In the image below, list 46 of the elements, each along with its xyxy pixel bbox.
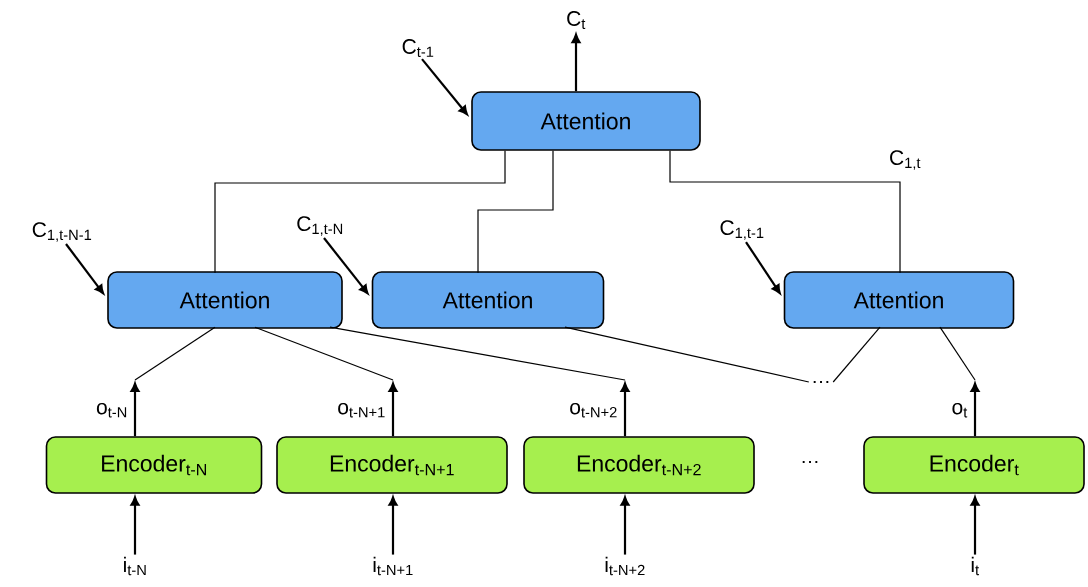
arrow xyxy=(571,33,581,92)
connector-line xyxy=(564,326,810,383)
connector-line xyxy=(254,326,394,381)
variable-label: i$_{t-N+2}$ xyxy=(605,556,645,576)
variable-label: i$_{t-N}$ xyxy=(124,556,146,576)
ellipsis-text: … xyxy=(802,460,818,464)
variable-label: C$_{1,t-N}$ xyxy=(297,216,343,236)
variable-label: o$_{t-N}$ xyxy=(96,402,127,418)
attention-box: Attention xyxy=(371,271,605,329)
arrow xyxy=(130,496,140,555)
encoder-box: Encoder$_{t-N}$ xyxy=(45,436,263,494)
attention-box: Attention xyxy=(471,91,701,151)
connector-line xyxy=(939,326,976,381)
variable-label: o$_{t}$ xyxy=(952,402,968,418)
connector-line xyxy=(134,326,216,381)
variable-label: o$_{t-N+1}$ xyxy=(338,402,385,418)
arrow xyxy=(323,237,369,295)
encoder-box: Encoder$_{t}$ xyxy=(863,436,1085,494)
variable-label: i$_{t}$ xyxy=(971,556,979,576)
variable-label: i$_{t-N+1}$ xyxy=(373,556,413,576)
arrow xyxy=(745,241,781,294)
encoder-box: Encoder$_{t-N+1}$ xyxy=(276,436,508,494)
edge-label: C$_{1,t}$ xyxy=(888,149,922,171)
arrow xyxy=(970,496,980,555)
variable-label: C$_{t}$ xyxy=(567,11,586,29)
connector-line xyxy=(832,326,881,383)
variable-label: C$_{1,t-N-1}$ xyxy=(32,222,92,242)
ellipsis-text: … xyxy=(813,380,829,384)
connector-line xyxy=(477,150,554,274)
variable-label: C$_{t-1}$ xyxy=(402,39,434,57)
encoder-box: Encoder$_{t-N+2}$ xyxy=(523,436,755,494)
connector-line xyxy=(669,150,901,274)
arrow xyxy=(970,382,980,437)
arrow xyxy=(130,382,140,437)
attention-box: Attention xyxy=(107,271,343,329)
connector-line xyxy=(329,326,626,381)
arrow xyxy=(388,496,398,555)
variable-label: C$_{1,t-1}$ xyxy=(720,220,764,240)
arrow xyxy=(421,58,468,116)
attention-box: Attention xyxy=(783,271,1015,329)
arrow xyxy=(388,382,398,437)
connector-line xyxy=(214,150,506,274)
arrow xyxy=(65,243,105,295)
arrow xyxy=(620,382,630,437)
arrow xyxy=(620,496,630,555)
variable-label: o$_{t-N+2}$ xyxy=(570,402,617,418)
